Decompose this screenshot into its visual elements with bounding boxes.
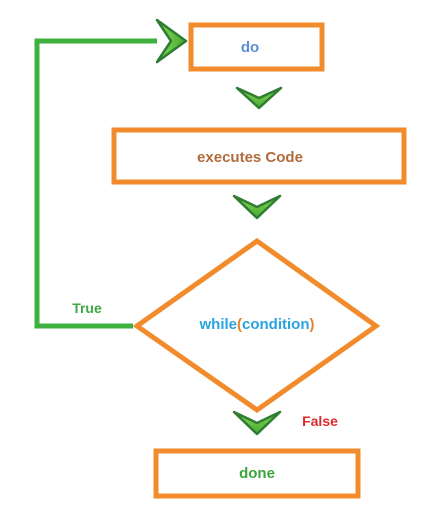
- false-label: False: [302, 413, 338, 429]
- executes-code-label: executes Code: [197, 149, 303, 166]
- close-paren: ): [310, 316, 315, 333]
- chevron-down-icon: [235, 86, 283, 110]
- open-paren: (: [237, 316, 242, 333]
- condition-label: while(condition): [198, 316, 314, 333]
- do-label: do: [241, 39, 259, 56]
- executes-code-box: [111, 127, 407, 185]
- done-label: done: [239, 465, 275, 482]
- chevron-right-icon: [155, 18, 188, 64]
- while-keyword: while: [198, 316, 237, 333]
- done-box: [153, 448, 361, 499]
- condition-diamond: [132, 237, 381, 414]
- do-box: [188, 22, 325, 72]
- chevron-down-icon: [232, 194, 282, 220]
- chevron-down-icon: [232, 410, 282, 436]
- condition-word: condition: [242, 316, 310, 333]
- true-label: True: [72, 300, 102, 316]
- true-loop-connector: [34, 38, 157, 329]
